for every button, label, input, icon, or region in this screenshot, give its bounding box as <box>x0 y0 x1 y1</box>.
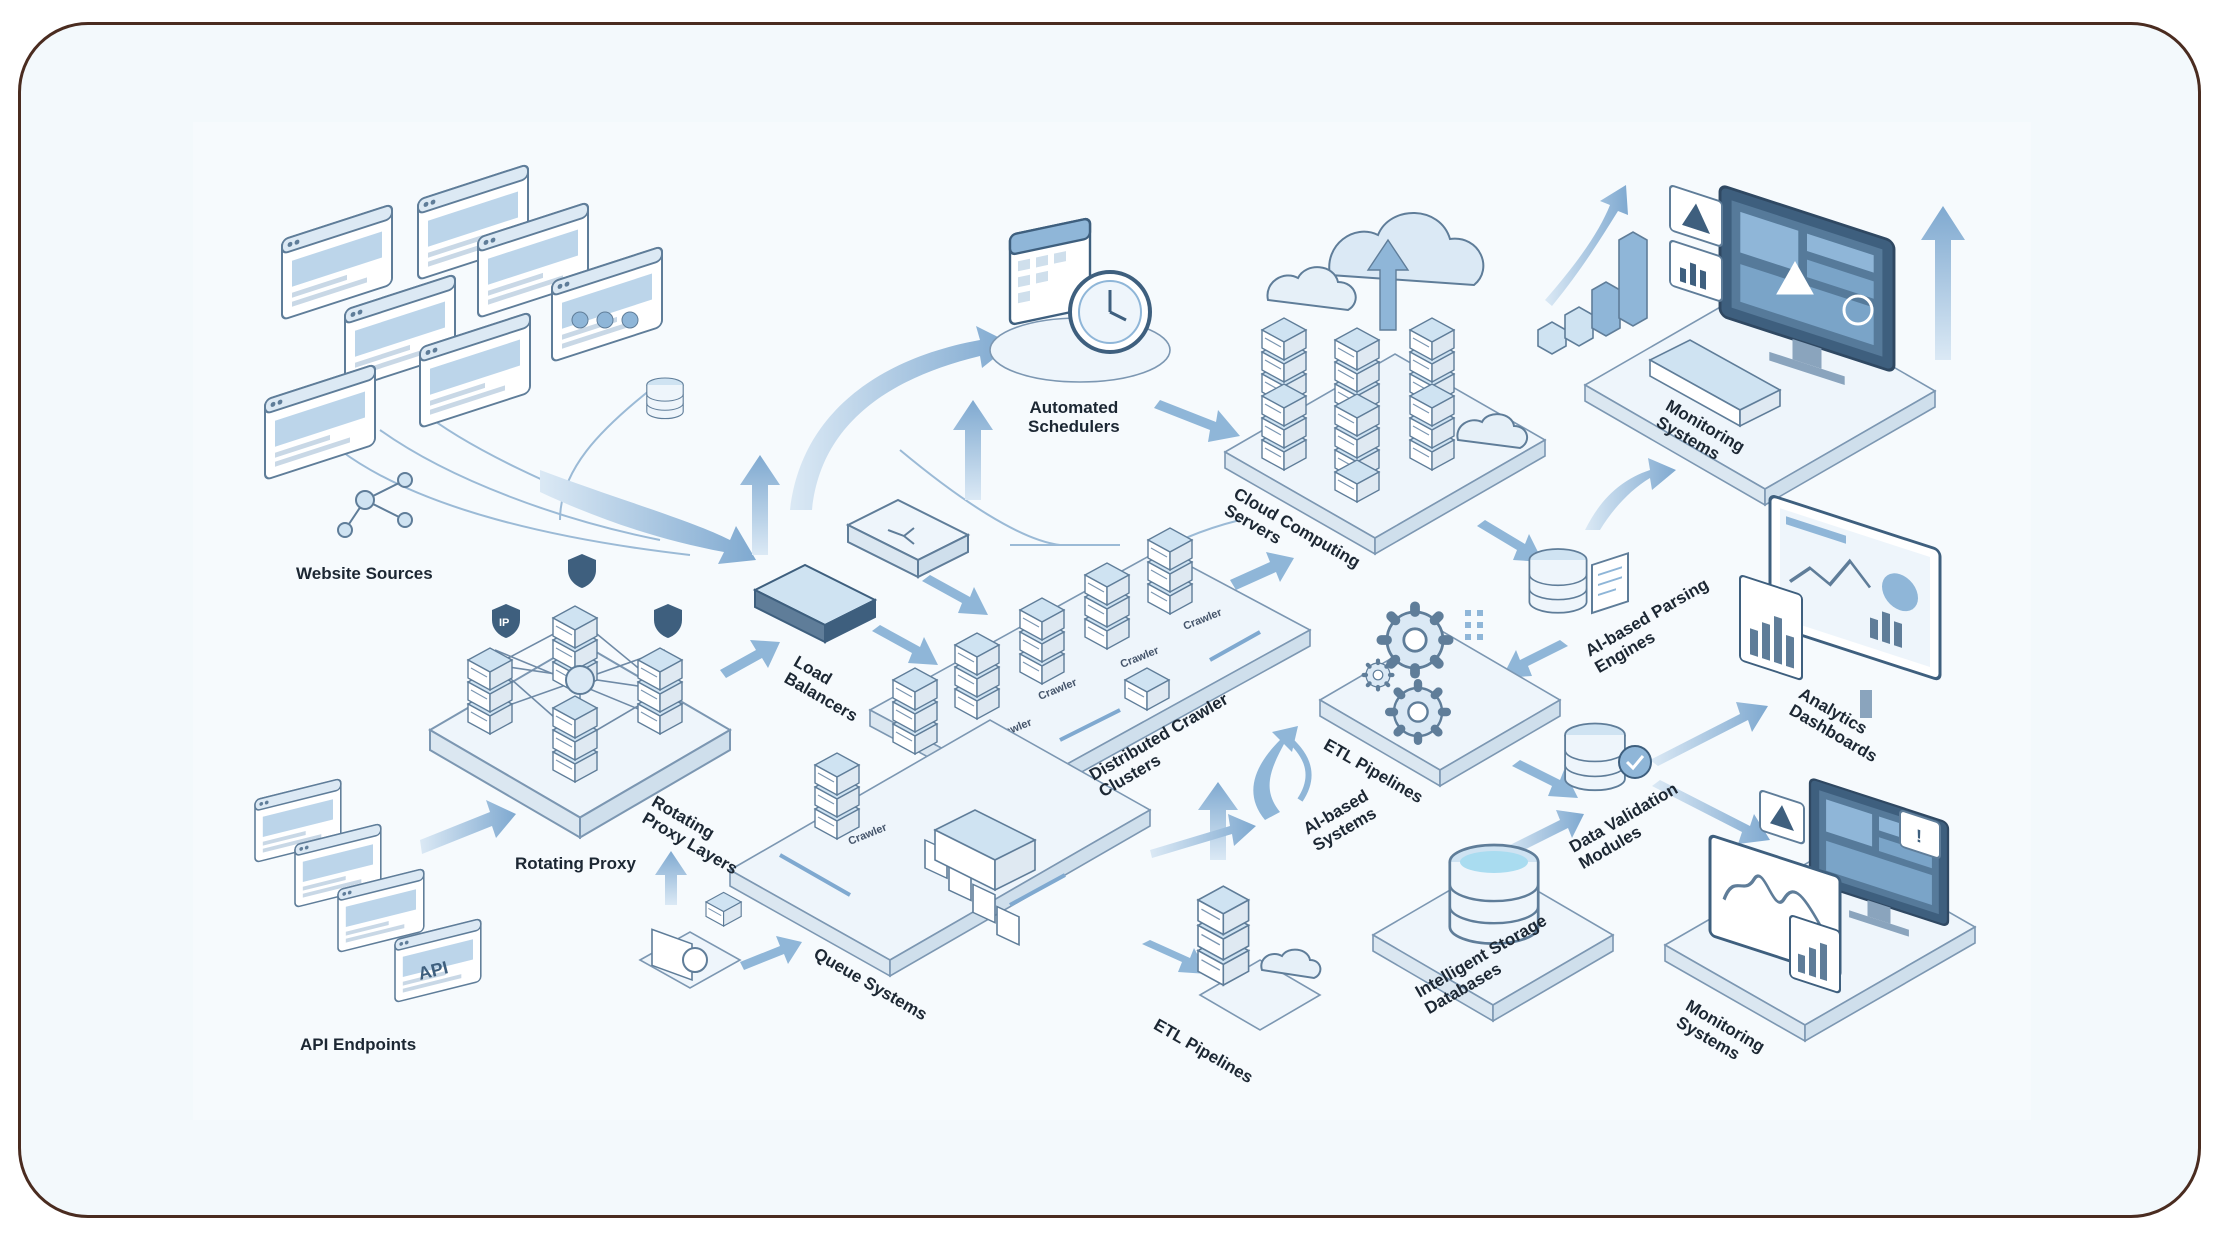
gear-icon <box>1389 683 1447 741</box>
queue-systems-group: Crawler <box>638 719 1152 989</box>
gauge-icon <box>1842 294 1874 326</box>
warning-icon <box>1770 805 1794 832</box>
load-balancers-group <box>752 498 971 644</box>
label-api-endpoints: API Endpoints <box>300 1035 417 1054</box>
etl-upper-group <box>1318 606 1562 788</box>
rotating-proxy-group: IP <box>429 554 731 839</box>
calendar-icon <box>638 891 742 989</box>
clock-icon <box>682 947 708 973</box>
storage-group <box>1371 843 1615 1023</box>
website-sources-group <box>263 163 684 538</box>
label-rotating-proxy: Rotating Proxy <box>515 854 636 873</box>
check-icon <box>1618 745 1652 779</box>
monitoring-bottom-group: ! <box>1663 776 1977 1043</box>
cloud-icon <box>1266 266 1357 312</box>
gear-icon <box>1381 606 1448 673</box>
ai-parsing-group <box>1528 548 1629 615</box>
automated-schedulers-group <box>989 217 1171 383</box>
warning-icon <box>1682 203 1710 234</box>
monitoring-top-group <box>1537 183 1937 507</box>
svg-text:IP: IP <box>499 617 509 629</box>
api-endpoints-group: API <box>254 777 482 1004</box>
svg-text:!: ! <box>1916 825 1922 847</box>
label-website-sources: Website Sources <box>296 564 433 583</box>
bar-chart-icon <box>1537 231 1648 355</box>
analytics-dashboards-group <box>1739 495 1942 718</box>
data-validation-group <box>1564 722 1652 792</box>
cloud-icon <box>1328 212 1485 287</box>
shield-icon: IP <box>492 604 520 638</box>
cloud-icon <box>1260 948 1322 980</box>
cloud-servers-group <box>1223 212 1547 556</box>
warning-icon <box>1776 260 1814 295</box>
cloud-icon <box>1456 413 1529 450</box>
etl-lower-group <box>1198 886 1322 1031</box>
flow-arrows <box>420 185 1965 974</box>
database-icon <box>646 377 684 420</box>
calendar-icon <box>1008 217 1092 326</box>
shield-icon <box>568 554 596 588</box>
gear-icon <box>1364 661 1393 690</box>
clock-icon <box>1068 270 1152 354</box>
shield-icon <box>654 604 682 638</box>
network-node-icon <box>337 472 413 538</box>
globe-icon <box>565 665 595 695</box>
